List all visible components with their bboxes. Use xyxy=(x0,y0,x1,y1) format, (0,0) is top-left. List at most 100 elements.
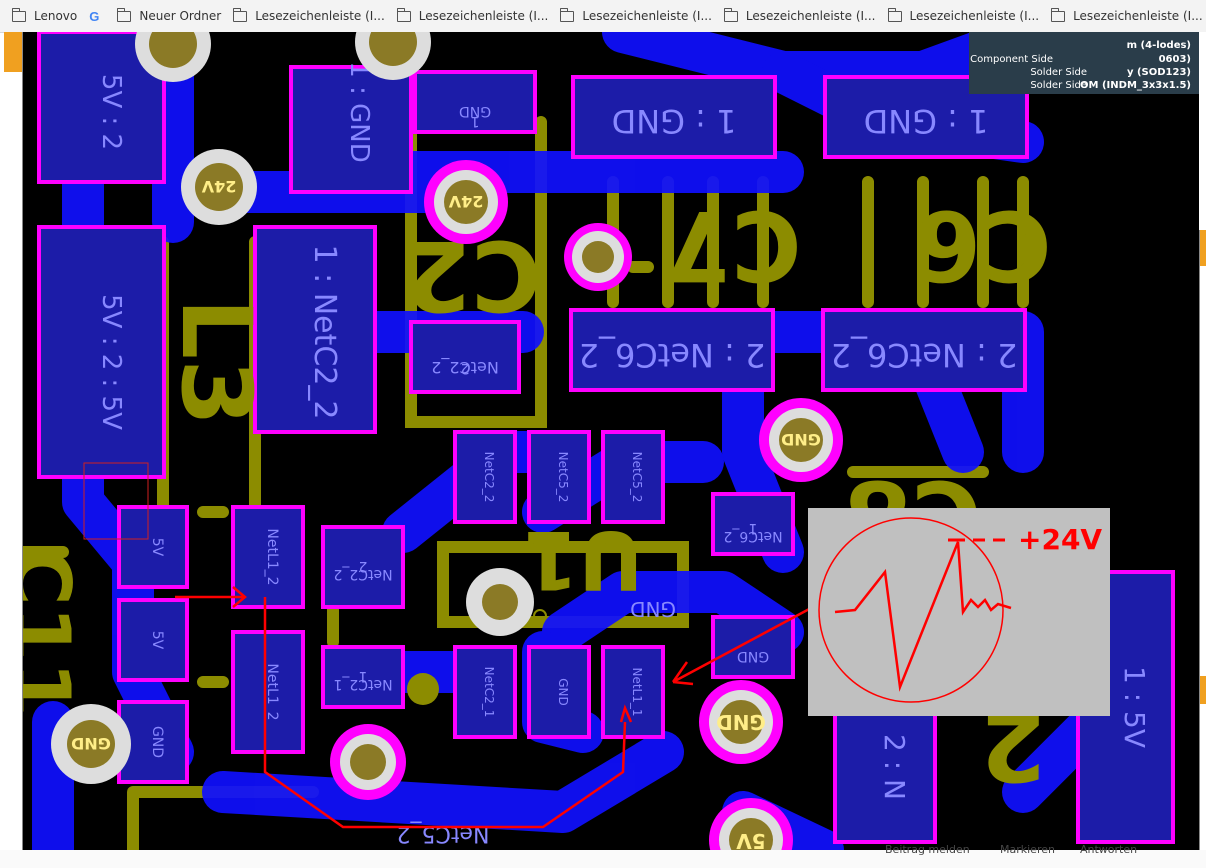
pad-label: NetC2_2 xyxy=(431,357,499,377)
page-footer: Beitrag melden Markieren Antworten xyxy=(0,843,1206,868)
via-plain-3 xyxy=(330,724,406,800)
pad-label: NetC2_2 xyxy=(333,566,392,582)
silk-c6: C6 xyxy=(914,189,1051,301)
bookmark-item[interactable]: Lesezeichenleiste (I... xyxy=(887,7,1040,23)
pad-label: NetL1_2 xyxy=(264,528,280,585)
pad-label: 1 xyxy=(471,113,480,129)
left-page-margin xyxy=(0,72,22,850)
bookmark-label: Lesezeichenleiste (I... xyxy=(582,9,712,23)
folder-icon xyxy=(12,7,26,22)
folder-icon xyxy=(233,7,248,22)
pad-label: NetC5_2 xyxy=(630,452,644,503)
folder-icon xyxy=(723,7,738,22)
footer-link-report[interactable]: Beitrag melden xyxy=(885,843,970,856)
svg-text:24V: 24V xyxy=(201,177,236,196)
bookmark-label: Lesezeichenleiste (I... xyxy=(1073,9,1203,23)
voltage-label: +24V xyxy=(1018,523,1102,556)
via-gnd-3: GND xyxy=(51,704,131,784)
via-24v-1: 24V xyxy=(181,149,257,225)
pad-labels: 1 GND 1 : GND 1 : GND 2 : NetC6_2 2 : Ne… xyxy=(96,61,1151,846)
pad-label: 2 : NetC6_2 xyxy=(831,336,1018,374)
pcb-layout-view: 1 GND 1 : GND 1 : GND 2 : NetC6_2 2 : Ne… xyxy=(23,32,1199,850)
google-icon: G xyxy=(89,8,100,24)
via-gnd-1: GND xyxy=(759,398,843,482)
pad-label: 2 : N xyxy=(878,734,911,800)
svg-text:Solder Side: Solder Side xyxy=(1030,67,1087,78)
svg-text:OM (INDM_3x3x1.5): OM (INDM_3x3x1.5) xyxy=(1080,80,1191,91)
pad-label: NetC2_2 xyxy=(482,452,496,503)
bookmark-item[interactable]: Lesezeichenleiste (I... xyxy=(560,7,712,23)
svg-text:GND: GND xyxy=(71,734,111,753)
pad-label: NetL1_2 xyxy=(264,663,280,720)
pad-label: 5V xyxy=(149,631,165,650)
svg-text:24V: 24V xyxy=(448,192,483,211)
bookmark-label: Lesezeichenleiste (I... xyxy=(745,9,876,23)
bookmark-item[interactable]: Lesezeichenleiste (I... xyxy=(1051,7,1203,23)
folder-icon xyxy=(887,7,902,22)
pad-label: GND xyxy=(556,678,570,706)
pad-label: 1 xyxy=(749,520,758,536)
pad-label: 5V xyxy=(149,538,165,557)
vias: 24V 24V GND GND GND 5V xyxy=(51,32,843,850)
bookmark-item[interactable]: Lenovo xyxy=(12,7,78,23)
bookmark-item[interactable]: G xyxy=(89,9,105,24)
bookmarks-bar: Lenovo G Neuer Ordner Lesezeichenleiste (I.… xyxy=(0,0,1206,33)
via-gnd-2: GND xyxy=(699,680,783,764)
pad-label: NetC5_2 xyxy=(556,452,570,503)
pad-label: 2 : NetC6_2 xyxy=(579,336,766,374)
bookmark-item[interactable]: Neuer Ordner xyxy=(117,7,222,23)
via-plain-1 xyxy=(564,223,632,291)
bookmark-label: Neuer Ordner xyxy=(139,9,222,23)
silk-marker xyxy=(533,609,547,623)
svg-text:0603): 0603) xyxy=(1159,54,1191,65)
bookmark-label: Lenovo xyxy=(34,9,78,23)
layer-legend: m (4-lodes) 0603) y (SOD123) OM (INDM_3x… xyxy=(969,32,1199,94)
pad-label: GND xyxy=(630,597,676,621)
pad-label: 2 xyxy=(359,558,368,574)
svg-text:Component Side: Component Side xyxy=(970,54,1053,65)
pad-label: GND xyxy=(149,726,165,758)
pad-label: 2 xyxy=(461,360,470,376)
pad-label: NetC6_2 xyxy=(723,528,782,544)
via-5v: 5V xyxy=(709,798,793,850)
right-page-margin xyxy=(1199,32,1206,230)
svg-text:GND: GND xyxy=(781,430,821,449)
left-accent-strip xyxy=(4,32,22,72)
right-accent-strip-2 xyxy=(1199,676,1206,704)
pad-label: NetC2_1 xyxy=(482,667,496,718)
pad-label: 1 : GND xyxy=(344,61,374,162)
via-24v-2: 24V xyxy=(424,160,508,244)
silk-u1: U1 xyxy=(523,513,644,606)
bookmark-label: Lesezeichenleiste (I... xyxy=(909,9,1040,23)
pad-label: 5V : 2 xyxy=(96,74,126,150)
bookmark-label: Lesezeichenleiste (I... xyxy=(255,9,385,23)
bookmark-item[interactable]: Lesezeichenleiste (I... xyxy=(723,7,876,23)
footer-link-mark[interactable]: Markieren xyxy=(1000,843,1055,856)
svg-text:m (4-lodes): m (4-lodes) xyxy=(1127,40,1191,51)
silk-c7: C7 xyxy=(664,189,801,301)
pcb-pads xyxy=(37,32,1175,844)
pad-label: NetL1_1 xyxy=(630,667,644,716)
svg-text:5V: 5V xyxy=(736,829,766,850)
pad-label: GND xyxy=(737,648,769,664)
pad-label: 1 : 5V xyxy=(1118,666,1151,748)
folder-icon xyxy=(1051,7,1066,22)
red-annotation-lines xyxy=(175,586,814,829)
pad-label: 5V : 2 : 5V xyxy=(96,294,126,430)
pcb-screenshot: 1 GND 1 : GND 1 : GND 2 : NetC6_2 2 : Ne… xyxy=(22,32,1200,850)
selection-box xyxy=(83,462,149,540)
via-plain-2 xyxy=(466,568,534,636)
svg-text:y (SOD123): y (SOD123) xyxy=(1127,67,1191,78)
pad-label: GND xyxy=(459,103,491,119)
silk-marker xyxy=(533,539,547,553)
bookmark-label: Lesezeichenleiste (I... xyxy=(418,9,549,23)
footer-link-reply[interactable]: Antworten xyxy=(1080,843,1138,856)
waveform-annotation: +24V xyxy=(808,508,1110,716)
pad-label: 1 xyxy=(359,668,368,684)
folder-icon xyxy=(117,7,132,22)
silk-c11: C11 xyxy=(23,547,87,717)
bookmark-item[interactable]: Lesezeichenleiste (I... xyxy=(396,7,549,23)
pad-label: NetC5_2 xyxy=(397,821,490,846)
bookmark-item[interactable]: Lesezeichenleiste (I... xyxy=(233,7,385,23)
pad-label: 1 : GND xyxy=(864,102,989,140)
